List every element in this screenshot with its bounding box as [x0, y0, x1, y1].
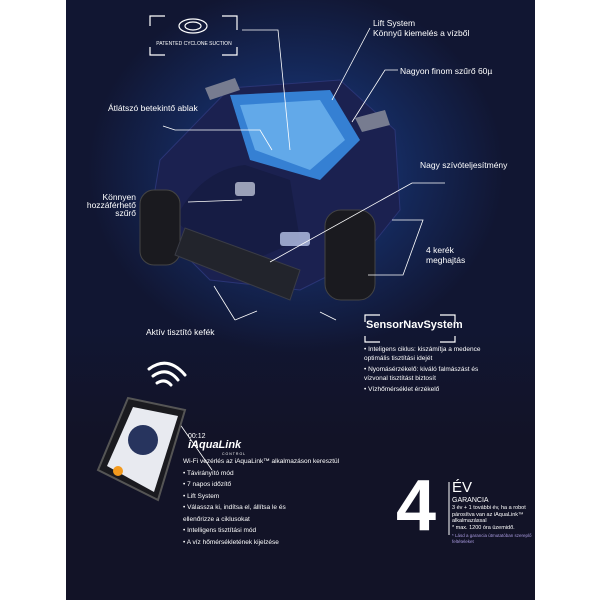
callout-suction: Nagy szívóteljesítmény	[420, 160, 508, 170]
easy-filter-line: szűrő	[115, 208, 136, 218]
easy-filter-line: Könnyen	[102, 192, 136, 202]
callout-wheels: 4 kerék meghajtás	[426, 245, 465, 265]
app-features-intro: Wi-Fi vezérlés az iAquaLink™ alkalmazáso…	[183, 458, 340, 465]
warranty-note: * Lásd a garancia útmutatóban szereplő f…	[452, 533, 532, 544]
zodiac-logo	[235, 182, 255, 196]
callout-easy-filter: Könnyen hozzáférhető szűrő	[86, 192, 136, 218]
pool-robot	[139, 78, 401, 301]
sensor-feature: • Inteligens ciklus: kiszámítja a medenc…	[364, 346, 481, 362]
cyclone-icon	[178, 18, 208, 34]
easy-filter-line: hozzáférhető	[86, 200, 136, 210]
sensornav-frame	[364, 314, 456, 343]
aqualink-logo: iAquaLink	[188, 439, 242, 451]
wheel-left	[139, 189, 181, 266]
app-feature: • A víz hőmérsékletének kijelzése	[183, 538, 279, 546]
callout-filter: Nagyon finom szűrő 60µ	[400, 66, 493, 76]
lift-system-desc: Könnyű kiemelés a vízből	[373, 28, 470, 38]
cyclone-badge-label: PATENTED CYCLONE SUCTION	[156, 41, 232, 47]
sensornav-logo: SensorNavSystem	[366, 319, 463, 331]
app-feature: • Lift System	[183, 492, 220, 500]
warranty-max: * max. 1200 óra üzemidő.	[452, 524, 515, 531]
smartphone	[96, 396, 187, 502]
wheel-right	[324, 209, 376, 301]
warranty-desc: 3 év + 1 további év, ha a robot párosítv…	[452, 505, 526, 524]
wheels-line: 4 kerék	[426, 245, 454, 255]
sensor-feature: • Nyomásérzékelő: kiváló falmászást és v…	[364, 366, 479, 382]
callout-lift-system: Lift System Könnyű kiemelés a vízből	[373, 18, 469, 38]
warranty-number: 4	[396, 466, 437, 546]
app-feature: • Távirányító mód	[183, 469, 234, 477]
cyclone-badge-frame	[149, 15, 238, 56]
app-feature: • Intelligens tisztítási mód	[183, 527, 257, 534]
warranty-details: 3 év + 1 további év, ha a robot párosítv…	[452, 505, 537, 544]
warranty-label: GARANCIA	[452, 497, 489, 504]
phone-timer: 00:12	[188, 433, 206, 440]
timer-dial	[128, 425, 158, 455]
warranty-unit: ÉV	[452, 479, 473, 496]
app-feature: • 7 napos időzítő	[183, 481, 232, 488]
wifi-icon	[147, 361, 187, 387]
app-features-list: Wi-Fi vezérlés az iAquaLink™ alkalmazáso…	[183, 456, 358, 548]
lift-system-title: Lift System	[373, 18, 416, 28]
app-feature: • Válassza ki, indítsa el, állítsa le és…	[183, 504, 286, 523]
callout-brushes: Aktív tisztító kefék	[146, 327, 215, 337]
callout-window: Átlátszó betekintő ablak	[108, 103, 198, 113]
aqualink-sub: CONTROL	[222, 452, 247, 456]
wheels-line: meghajtás	[426, 255, 466, 265]
sensor-feature: • Vízhőmérséklet érzékelő	[364, 386, 440, 393]
sensor-features-list: • Inteligens ciklus: kiszámítja a medenc…	[364, 345, 489, 396]
